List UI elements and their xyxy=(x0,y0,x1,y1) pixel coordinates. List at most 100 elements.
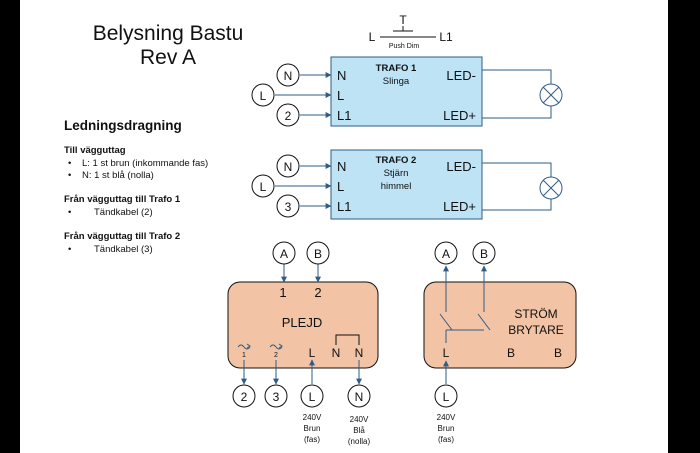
node-label: L xyxy=(260,89,267,103)
node-circle xyxy=(272,241,296,265)
svg-text:(fas): (fas) xyxy=(304,435,320,444)
title-line-2: Rev A xyxy=(139,46,197,69)
trafo-1-term-l: L xyxy=(337,88,344,103)
trafo-2-term-l: L xyxy=(337,179,344,194)
strombrytare-module: STRÖM BRYTARE L B B xyxy=(423,281,577,369)
trafo-1-inputs xyxy=(275,72,332,118)
switch-l-label: L xyxy=(369,30,376,44)
node-label: 2 xyxy=(241,390,248,404)
node-circle xyxy=(434,241,458,265)
wiring-notes: Ledningsdragning Till vägguttag •L: 1 st… xyxy=(64,118,284,256)
node-circle xyxy=(232,384,256,408)
strombrytare-term-b1: B xyxy=(507,346,515,360)
plejd-nodes: A B 2 3 L N xyxy=(232,241,371,408)
node-label: L xyxy=(309,390,316,404)
diagram-title: Belysning Bastu Rev A xyxy=(68,22,268,70)
node-circle xyxy=(276,63,300,87)
node-circle xyxy=(300,384,324,408)
plejd-term-1: 1 xyxy=(279,285,286,300)
strombrytare-nodes: A B L xyxy=(434,241,496,408)
trafo-2: TRAFO 2 Stjärn himmel N L L1 LED- LED+ xyxy=(330,149,483,220)
trafo-2-led-minus: LED- xyxy=(446,159,476,174)
wiring-notes-heading: Ledningsdragning xyxy=(64,118,182,133)
svg-text:240V: 240V xyxy=(350,415,369,424)
title-line-1: Belysning Bastu xyxy=(92,22,244,45)
trafo-2-term-l1: L1 xyxy=(337,199,351,214)
trafo-2-inputs xyxy=(275,163,332,209)
trafo-2-term-n: N xyxy=(337,159,346,174)
lamp-1-wiring xyxy=(482,69,563,119)
plejd-l-caption: 240V Brun (fas) xyxy=(303,413,322,444)
notes-section: Från vägguttag till Trafo 1 •Tändkabel (… xyxy=(64,194,284,219)
plejd-wiring xyxy=(241,264,362,385)
strombrytare-l-caption: 240V Brun (fas) xyxy=(437,413,456,444)
node-circle xyxy=(276,194,300,218)
trafo-1-led-minus: LED- xyxy=(446,68,476,83)
trafo-1-term-l1: L1 xyxy=(337,108,351,123)
svg-text:(nolla): (nolla) xyxy=(348,437,371,446)
trafo-1: TRAFO 1 Slinga N L L1 LED- LED+ xyxy=(330,56,483,127)
trafo-2-subtitle-1: Stjärn xyxy=(384,168,409,179)
svg-text:Blå: Blå xyxy=(353,426,365,435)
node-label: B xyxy=(480,247,488,261)
push-dim-switch-symbol: T L L1 Push Dim xyxy=(369,13,453,50)
node-circle xyxy=(251,83,275,107)
trafo-2-led-plus: LED+ xyxy=(443,199,476,214)
node-label: A xyxy=(442,247,450,261)
trafo-2-input-nodes: N L 3 xyxy=(251,154,300,218)
node-label: 3 xyxy=(273,390,280,404)
plejd-term-n1: N xyxy=(332,346,341,360)
node-circle xyxy=(276,154,300,178)
node-label: N xyxy=(284,160,293,174)
notes-section: Till vägguttag •L: 1 st brun (inkommande… xyxy=(64,145,284,182)
plejd-term-2: 2 xyxy=(314,285,321,300)
plejd-module: PLEJD 1 2 L N N 1 2 xyxy=(227,281,379,369)
svg-text:240V: 240V xyxy=(303,413,322,422)
notes-section-heading: Från vägguttag till Trafo 2 xyxy=(64,231,181,242)
svg-text:Brun: Brun xyxy=(438,424,455,433)
svg-text:Brun: Brun xyxy=(304,424,321,433)
switch-label: Push Dim xyxy=(389,43,420,50)
plejd-term-n2: N xyxy=(355,346,364,360)
trafo-1-term-n: N xyxy=(337,68,346,83)
plejd-term-l: L xyxy=(309,346,316,360)
node-label: L xyxy=(260,180,267,194)
svg-text:1: 1 xyxy=(242,352,246,359)
switch-l1-label: L1 xyxy=(439,30,453,44)
notes-section-heading: Till vägguttag xyxy=(64,145,126,156)
trafo-2-subtitle-2: himmel xyxy=(381,181,412,192)
node-label: N xyxy=(355,390,364,404)
list-item: •L: 1 st brun (inkommande fas) xyxy=(68,158,209,169)
svg-text:240V: 240V xyxy=(437,413,456,422)
node-circle xyxy=(434,384,458,408)
node-label: 2 xyxy=(285,109,292,123)
list-item: •N: 1 st blå (nolla) xyxy=(68,170,154,181)
switch-t-label: T xyxy=(399,13,407,27)
plejd-name: PLEJD xyxy=(282,315,322,330)
trafo-1-title: TRAFO 1 xyxy=(376,63,417,74)
node-circle xyxy=(347,384,371,408)
strombrytare-term-l: L xyxy=(443,346,450,360)
strombrytare-wiring xyxy=(443,265,487,384)
strombrytare-term-b2: B xyxy=(554,346,562,360)
node-label: 3 xyxy=(285,200,292,214)
trafo-1-input-nodes: N L 2 xyxy=(251,63,300,127)
node-label: B xyxy=(314,247,322,261)
dimmer-output-1-icon: 1 xyxy=(237,343,251,359)
plejd-n-caption: 240V Blå (nolla) xyxy=(348,415,371,446)
trafo-1-led-plus: LED+ xyxy=(443,108,476,123)
notes-section: Från vägguttag till Trafo 2 •Tändkabel (… xyxy=(64,231,284,256)
dimmer-output-2-icon: 2 xyxy=(269,343,283,359)
node-label: N xyxy=(284,69,293,83)
node-label: A xyxy=(280,247,288,261)
strombrytare-name-1: STRÖM xyxy=(514,307,557,321)
strombrytare-name-2: BRYTARE xyxy=(508,323,564,337)
node-label: L xyxy=(443,390,450,404)
node-circle xyxy=(276,103,300,127)
notes-section-heading: Från vägguttag till Trafo 1 xyxy=(64,194,181,205)
lamp-2-wiring xyxy=(482,162,563,211)
list-item: •Tändkabel (2) xyxy=(68,207,153,218)
svg-text:2: 2 xyxy=(274,352,278,359)
node-circle xyxy=(264,384,288,408)
